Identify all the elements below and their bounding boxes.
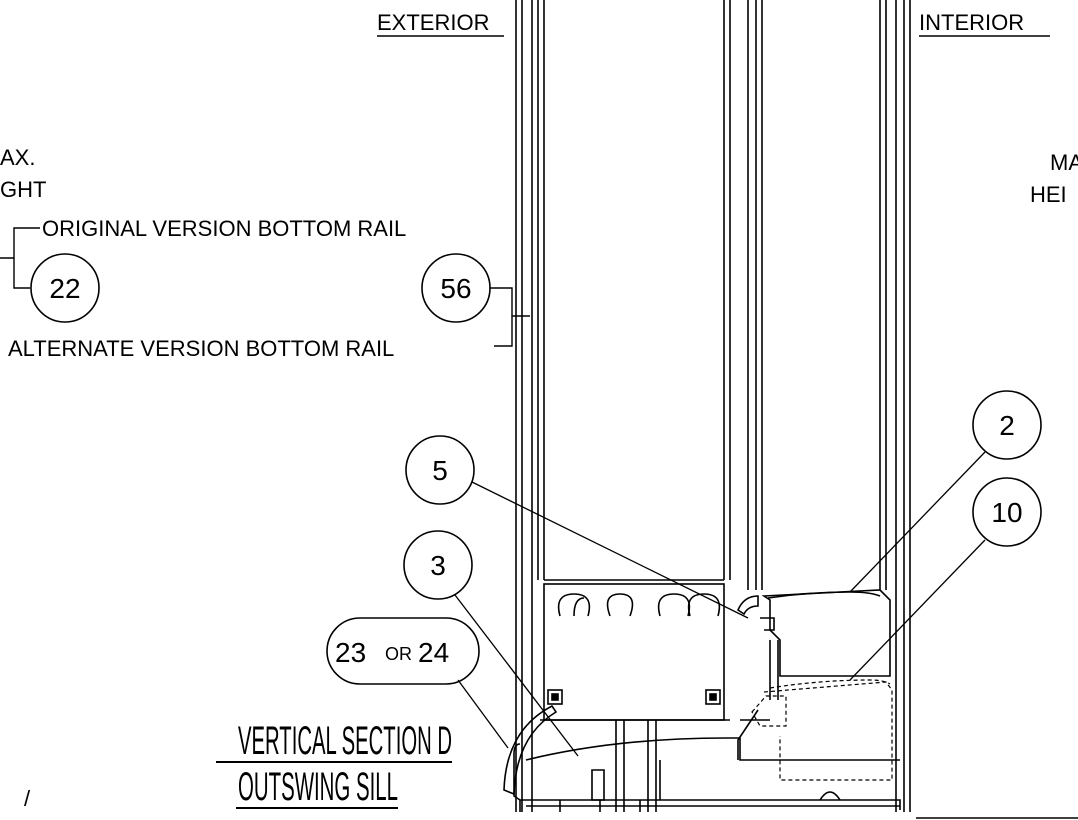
- callout-56-text: 56: [440, 273, 471, 304]
- callout-22-bubble: [30, 253, 100, 323]
- stray-mark: /: [24, 786, 31, 811]
- max-height-left-line1: AX.: [0, 145, 35, 170]
- glazing-stop: [737, 589, 891, 700]
- callout-10-text: 10: [991, 497, 1022, 528]
- callout-5-text: 5: [432, 455, 448, 486]
- callout-23-text: 23: [335, 637, 366, 668]
- alternate-rail-leader: [490, 287, 530, 347]
- max-height-right-line2: HEI: [1030, 182, 1067, 207]
- interior-label: INTERIOR: [919, 10, 1024, 35]
- title-line-1: VERTICAL SECTION D: [238, 719, 452, 763]
- callout-23-or-24-bubble: [326, 617, 480, 685]
- callout-5-bubble: [405, 435, 475, 505]
- title-line-2: OUTSWING SILL: [238, 765, 398, 809]
- sill: [503, 704, 901, 812]
- original-rail-leader: [0, 227, 40, 289]
- glazing-stop-alt: [751, 679, 893, 781]
- callout-23-or-24-leader: [457, 679, 509, 749]
- alternate-rail-label: ALTERNATE VERSION BOTTOM RAIL: [8, 336, 394, 361]
- callout-24-text: 24: [418, 637, 449, 668]
- callout-5-leader: [471, 481, 749, 619]
- callout-or-text: OR: [385, 644, 412, 664]
- callout-22-text: 22: [49, 273, 80, 304]
- callout-3-leader: [454, 594, 579, 757]
- exterior-label: EXTERIOR: [377, 10, 489, 35]
- max-height-left-line2: GHT: [0, 177, 46, 202]
- bottom-rail: [540, 583, 730, 721]
- frame-lines: [515, 0, 911, 812]
- callout-2-bubble: [972, 390, 1042, 460]
- callout-10-bubble: [972, 477, 1042, 547]
- callout-10-leader: [849, 539, 986, 681]
- original-rail-label: ORIGINAL VERSION BOTTOM RAIL: [42, 216, 406, 241]
- callout-2-leader: [849, 451, 986, 593]
- callout-2-text: 2: [999, 410, 1015, 441]
- max-height-right-line1: MA: [1050, 150, 1078, 175]
- callout-3-text: 3: [430, 550, 446, 581]
- callout-3-bubble: [403, 530, 473, 600]
